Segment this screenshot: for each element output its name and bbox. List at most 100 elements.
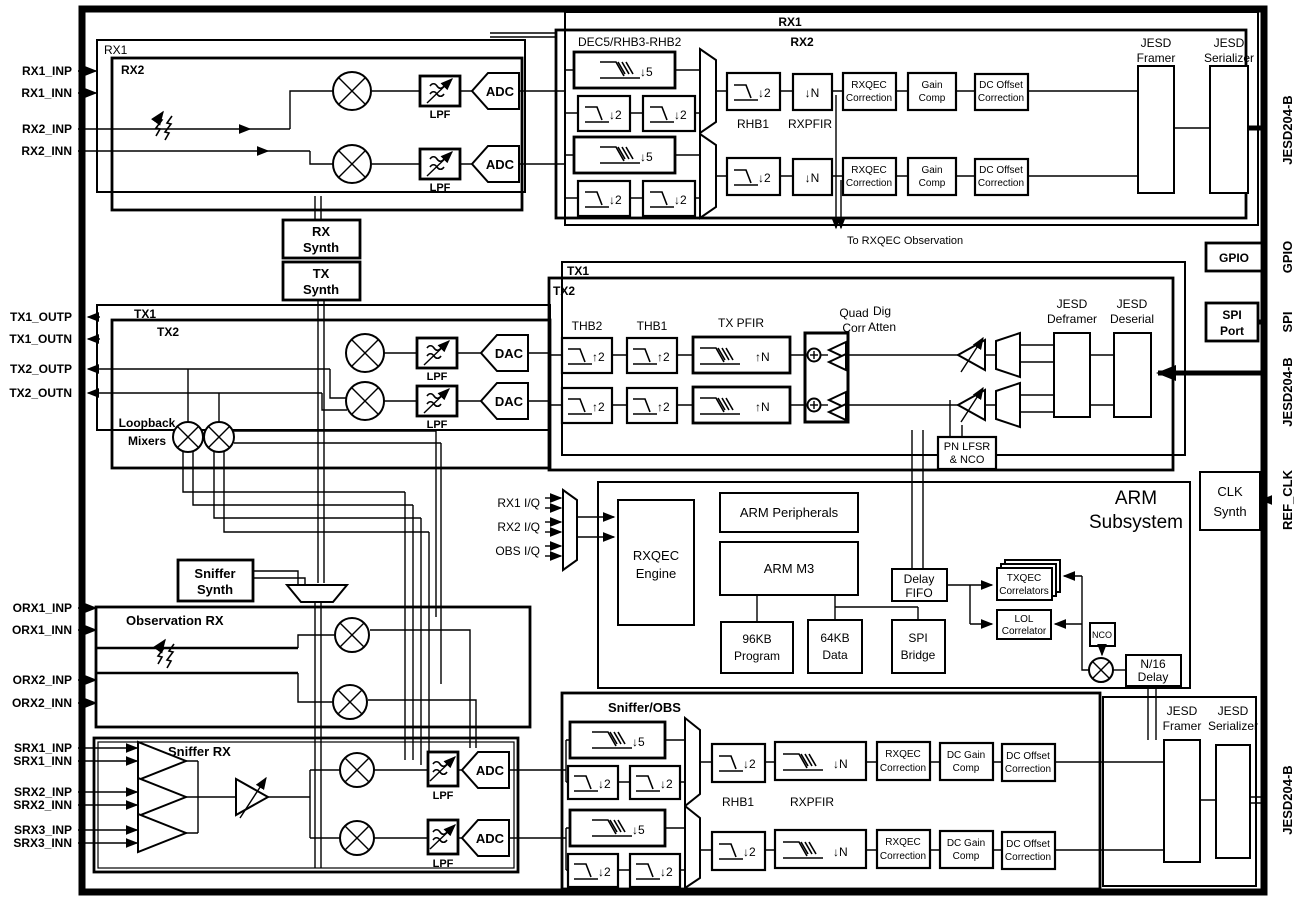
jesd-framer-box	[1137, 65, 1175, 194]
jesd-framer-label: Framer	[1137, 51, 1176, 65]
mux-icon	[562, 488, 578, 572]
chip-border	[78, 5, 1268, 896]
rxqec-corr-label: Correction	[880, 763, 926, 774]
mux-icon	[699, 132, 717, 220]
hb-filter-label: ↓2	[598, 865, 611, 879]
rxqec-engine-label: Engine	[636, 566, 676, 581]
mixer-icon	[1088, 657, 1114, 683]
edge-jesd204b-rx: JESD204-B	[1280, 95, 1295, 164]
jesd-framer-label: Framer	[1163, 719, 1202, 733]
jesd-deserial-label: JESD	[1117, 297, 1148, 311]
rxpfir-block-label: ↓N	[833, 845, 848, 859]
dig-atten-label: Dig	[873, 304, 891, 318]
rx1-digital-label: RX1	[778, 15, 802, 29]
pin-arrows	[78, 66, 270, 848]
pin-srx3-inn: SRX3_INN	[13, 836, 72, 850]
arm-subsystem-box	[597, 481, 1191, 689]
rx1-digital-box	[564, 11, 1259, 226]
n16-delay-label: N/16	[1140, 657, 1166, 671]
gain-comp-label: Comp	[919, 93, 946, 104]
summer-icon	[806, 397, 822, 413]
mixer-icon	[203, 421, 235, 453]
lol-correlator-box	[996, 609, 1052, 640]
sniffer-obs-digital-section: Sniffer/OBS ↓5 ↓2 ↓2 ↓2 ↓N RXQECCorrecti…	[509, 691, 1164, 891]
mixer-icon	[332, 684, 368, 720]
delay-fifo-label: Delay	[904, 572, 935, 586]
sniffer-synth-box	[176, 558, 255, 603]
rxqec-obs-note: To RXQEC Observation	[847, 235, 963, 247]
dac-label: DAC	[495, 394, 524, 409]
rxqec-corr-label: Correction	[880, 851, 926, 862]
tx-digital-section: TX1 TX2 THB2 THB1 TX PFIR ↑2 ↑2 ↑N ↑2 ↑2…	[547, 261, 1264, 472]
hb-filter-label: ↓2	[660, 865, 673, 879]
rx-lpf-2: LPF	[418, 147, 462, 194]
sniffer-obs-box	[560, 691, 1102, 891]
dig-atten-label: Atten	[868, 320, 896, 334]
rxqec-corr-label: Correction	[846, 93, 892, 104]
data-mem-label: 64KB	[820, 631, 849, 645]
txqec-correlators-box	[996, 567, 1053, 601]
amplifier-icon	[826, 402, 847, 422]
jesd-framer-box	[1163, 739, 1201, 863]
edge-jesd204b-tx: JESD204-B	[1280, 357, 1295, 426]
rx-adc-1: ADC	[471, 72, 520, 110]
jesd-framer-label: JESD	[1141, 36, 1172, 50]
rhb1-label: RHB1	[737, 117, 769, 131]
lpf-label: LPF	[427, 419, 448, 431]
mux-icon	[284, 584, 350, 603]
lol-correlator-label: LOL	[1015, 614, 1034, 625]
pn-lfsr-box	[936, 435, 998, 471]
lpf-label: LPF	[427, 371, 448, 383]
gain-comp-label: Gain	[921, 80, 942, 91]
arm-m3-box	[719, 541, 859, 596]
amplifier-icon	[826, 352, 847, 372]
mixer-icon	[334, 617, 370, 653]
spi-bridge-label: SPI	[908, 631, 927, 645]
loopback-label: Loopback	[119, 416, 176, 430]
mux-icon	[995, 381, 1021, 429]
gpio-label: GPIO	[1219, 251, 1249, 265]
jesd-serializer-label: Serializer	[1208, 719, 1258, 733]
rx2-analog-label: RX2	[121, 63, 145, 77]
quad-corr-label: Quad	[839, 306, 868, 320]
sniffer-obs-label: Sniffer/OBS	[608, 700, 681, 715]
adc-label: ADC	[486, 84, 515, 99]
adc-label: ADC	[476, 831, 505, 846]
spi-bridge-box	[891, 619, 946, 674]
arm-title: ARM	[1115, 488, 1157, 509]
pn-lfsr-label: & NCO	[950, 454, 985, 466]
spi-port-label: SPI	[1222, 308, 1241, 322]
clk-synth-section: CLK Synth	[1199, 471, 1273, 531]
rxqec-corr-label: Correction	[846, 178, 892, 189]
pin-rx2-inn: RX2_INN	[21, 144, 72, 158]
pin-tx2-outp: TX2_OUTP	[10, 362, 72, 376]
right-edge-labels: JESD204-B GPIO SPI JESD204-B REF_CLK JES…	[1280, 95, 1295, 834]
amplifier-icon	[137, 776, 189, 818]
n16-delay-label: Delay	[1138, 670, 1169, 684]
rxpfir-label: RXPFIR	[790, 795, 834, 809]
dc-offset-label: Correction	[978, 93, 1024, 104]
pin-tx1-outp: TX1_OUTP	[10, 310, 72, 324]
arm-m3-label: ARM M3	[764, 561, 815, 576]
left-pins: RX1_INP RX1_INN RX2_INP RX2_INN TX1_OUTP…	[9, 64, 270, 850]
mixer-icon	[332, 144, 372, 184]
dec5-filter-label: ↓5	[640, 150, 653, 164]
pin-orx2-inn: ORX2_INN	[12, 696, 72, 710]
pin-srx3-inp: SRX3_INP	[14, 823, 72, 837]
tx1-analog-label: TX1	[134, 307, 156, 321]
sniffer-rx-label: Sniffer RX	[168, 744, 231, 759]
pin-srx2-inn: SRX2_INN	[13, 798, 72, 812]
rx1-iq-label: RX1 I/Q	[497, 496, 540, 510]
delay-fifo-label: FIFO	[905, 586, 932, 600]
gain-comp-label: Comp	[919, 178, 946, 189]
mixer-icon	[332, 71, 372, 111]
spi-port-box	[1204, 301, 1260, 343]
dc-offset-label: DC Offset	[979, 80, 1023, 91]
dc-gain-label: Comp	[953, 763, 980, 774]
hb-filter-label: ↓2	[660, 777, 673, 791]
hb-filter-label: ↓2	[674, 108, 687, 122]
clk-synth-label: Synth	[1213, 504, 1246, 519]
rxpfir-block-label: ↓N	[805, 86, 820, 100]
